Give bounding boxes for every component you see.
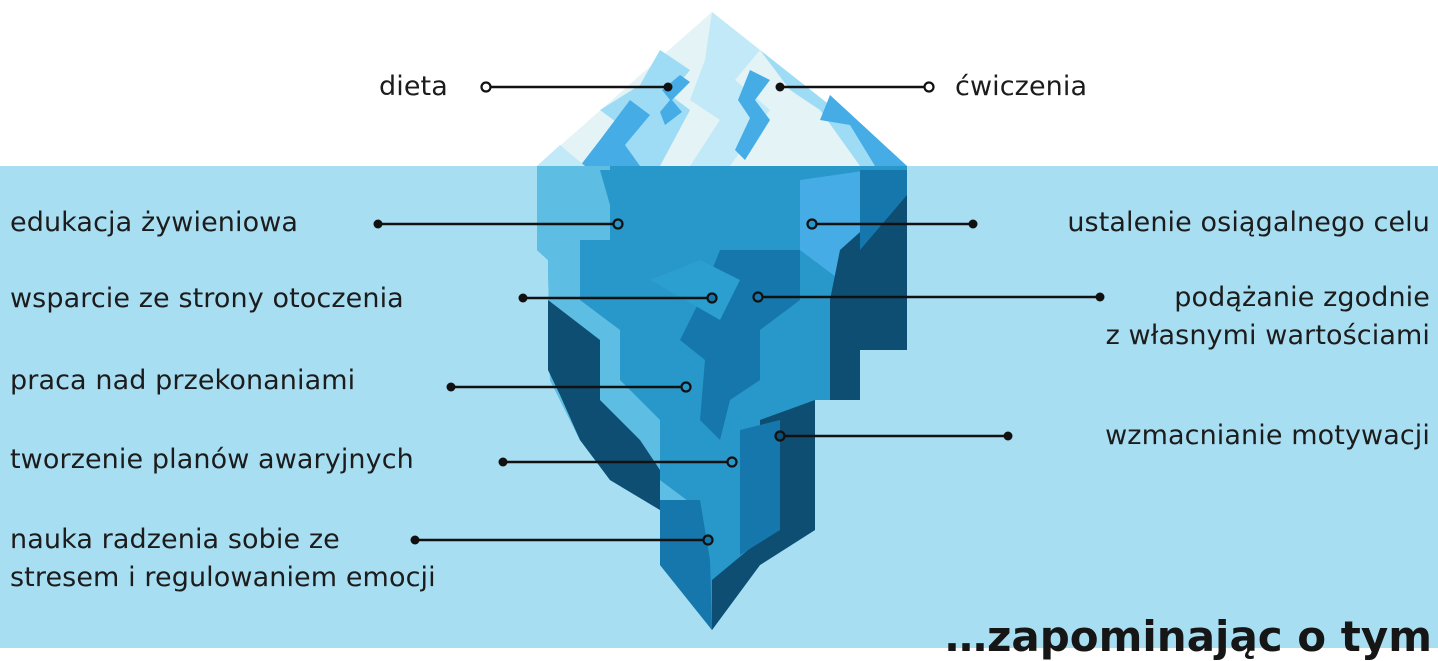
label-praca-nad-przekonaniami: praca nad przekonaniami	[10, 362, 355, 400]
label-osiagalny-cel: ustalenie osiągalnego celu	[1067, 204, 1430, 242]
iceberg-body	[537, 166, 907, 630]
label-cwiczenia: ćwiczenia	[955, 68, 1087, 106]
label-zgodnie-z-wartosciami: podążanie zgodnie z własnymi wartościami	[1106, 279, 1430, 355]
label-plany-awaryjne: tworzenie planów awaryjnych	[10, 441, 414, 479]
label-wsparcie-otoczenia: wsparcie ze strony otoczenia	[10, 280, 404, 318]
label-wzmacnianie-motywacji: wzmacnianie motywacji	[1105, 417, 1430, 455]
label-radzenie-ze-stresem: nauka radzenia sobie ze stresem i regulo…	[10, 521, 436, 597]
label-dieta: dieta	[379, 68, 448, 106]
label-edukacja-zywieniowa: edukacja żywieniowa	[10, 204, 298, 242]
iceberg-tip	[537, 12, 907, 166]
footer-caption: …zapominając o tym	[945, 616, 1432, 658]
